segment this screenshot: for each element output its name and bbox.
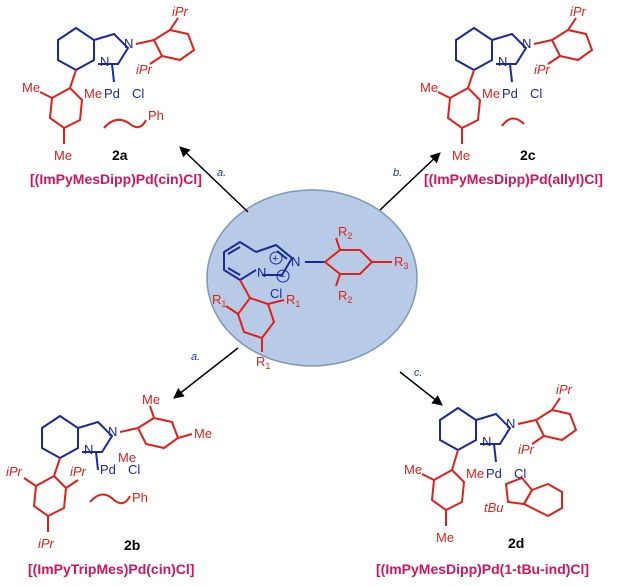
2b-me-pd: Me [118,450,136,465]
center-minus: − [279,271,285,283]
arrow-label-c: c. [414,367,423,379]
2d-ipr-top: iPr [556,382,573,397]
complex-2a: N N iPr iPr Pd Cl Me Me Me Ph 2a [(ImPyM… [22,4,202,187]
2a-me-para: Me [54,148,72,163]
center-chloride: Cl [270,286,282,301]
2a-cl: Cl [132,86,144,101]
complex-2a-aryl-groups [39,17,196,144]
2c-me-pd: Me [482,86,500,101]
center-r1-left: R1 [212,292,226,309]
2b-ipr-left: iPr [6,464,23,479]
2d-me-pd: Me [466,466,484,481]
arrow-label-b: b. [393,167,402,179]
center-plus: + [272,253,278,265]
arrow-label-a-top: a. [217,167,226,179]
2a-pd: Pd [104,86,120,101]
center-r1-bottom: R1 [256,354,270,371]
2d-n1: N [482,434,491,449]
2a-ph: Ph [148,108,164,123]
2b-cl: Cl [128,462,140,477]
complex-2b-core [41,414,114,471]
arrow-label-a-bottom: a. [191,351,200,363]
complex-2d: N N iPr iPr Pd Cl Me Me Me tBu 2d [(ImPy… [376,382,589,577]
complex-2c: N N iPr iPr Pd Cl Me Me Me 2c [(ImPyMesD… [420,4,603,187]
2c-n1: N [498,54,507,69]
2a-me-pd: Me [84,86,102,101]
2c-id: 2c [520,147,536,163]
complex-2d-aryl-groups [421,397,578,526]
complex-2d-core [439,406,512,463]
2c-me-ring: Me [420,80,438,95]
center-c-aryl-ring [225,279,285,352]
complex-2c-aryl-groups [437,17,594,144]
complex-2c-core [455,26,528,83]
2d-cl: Cl [514,466,526,481]
center-n-cation: N [291,254,300,269]
2c-name: [(ImPyMesDipp)Pd(allyl)Cl] [424,171,603,187]
center-r2-bottom: R2 [338,288,352,305]
2b-id: 2b [124,537,140,553]
complex-2b: N N Me Me Me Pd Cl iPr iPr iPr Ph 2b [(I… [6,392,212,577]
2a-ipr-mid: iPr [136,62,153,77]
complex-2b-aryl-groups [23,405,193,532]
center-r2-top: R2 [338,224,352,241]
complex-2a-core [57,26,130,83]
arrow-to-2c [379,152,441,211]
center-n-aryl-ring [305,237,392,287]
2d-n2: N [506,416,515,431]
2d-me-para: Me [436,530,454,545]
2b-name: [(ImPyTripMes)Pd(cin)Cl] [28,561,194,577]
2a-me-ring: Me [22,80,40,95]
center-r1-right: R1 [286,292,300,309]
2d-tbu: tBu [484,500,504,515]
2b-ipr-right: iPr [70,464,87,479]
2c-me-para: Me [452,148,470,163]
2a-n1: N [100,54,109,69]
2b-n2: N [108,424,117,439]
2a-id: 2a [112,147,128,163]
arrow-to-2d [399,371,443,406]
2a-ipr-top: iPr [172,4,189,19]
2b-pd: Pd [100,462,116,477]
2c-ipr-mid: iPr [534,62,551,77]
2b-ph: Ph [132,490,148,505]
central-imidazopyridinium-salt: N N + − Cl R2 R2 R3 R1 R1 R1 [206,189,418,371]
center-pyridine-ring [223,240,294,282]
2b-ipr-para: iPr [38,536,55,551]
center-n-ring: N [257,265,266,280]
2d-id: 2d [508,535,524,551]
2b-n1: N [84,442,93,457]
arrow-to-2b [173,347,239,399]
center-ellipse [206,189,418,367]
reaction-arrows [173,146,443,406]
arrow-to-2a [179,146,249,213]
2a-name: [(ImPyMesDipp)Pd(cin)Cl] [30,171,202,187]
2a-n2: N [124,36,133,51]
2b-me-top: Me [142,392,160,407]
2b-me-right: Me [194,426,212,441]
2d-ipr-mid: iPr [518,442,535,457]
2c-ipr-top: iPr [570,4,587,19]
2d-pd: Pd [486,466,502,481]
2d-name: [(ImPyMesDipp)Pd(1-tBu-ind)Cl] [376,561,589,577]
minus-charge-circle [276,269,290,283]
plus-charge-circle [269,251,283,265]
2c-cl: Cl [530,86,542,101]
center-r3: R3 [394,254,408,271]
2d-me-ring: Me [404,462,422,477]
2c-n2: N [522,36,531,51]
2c-pd: Pd [502,86,518,101]
